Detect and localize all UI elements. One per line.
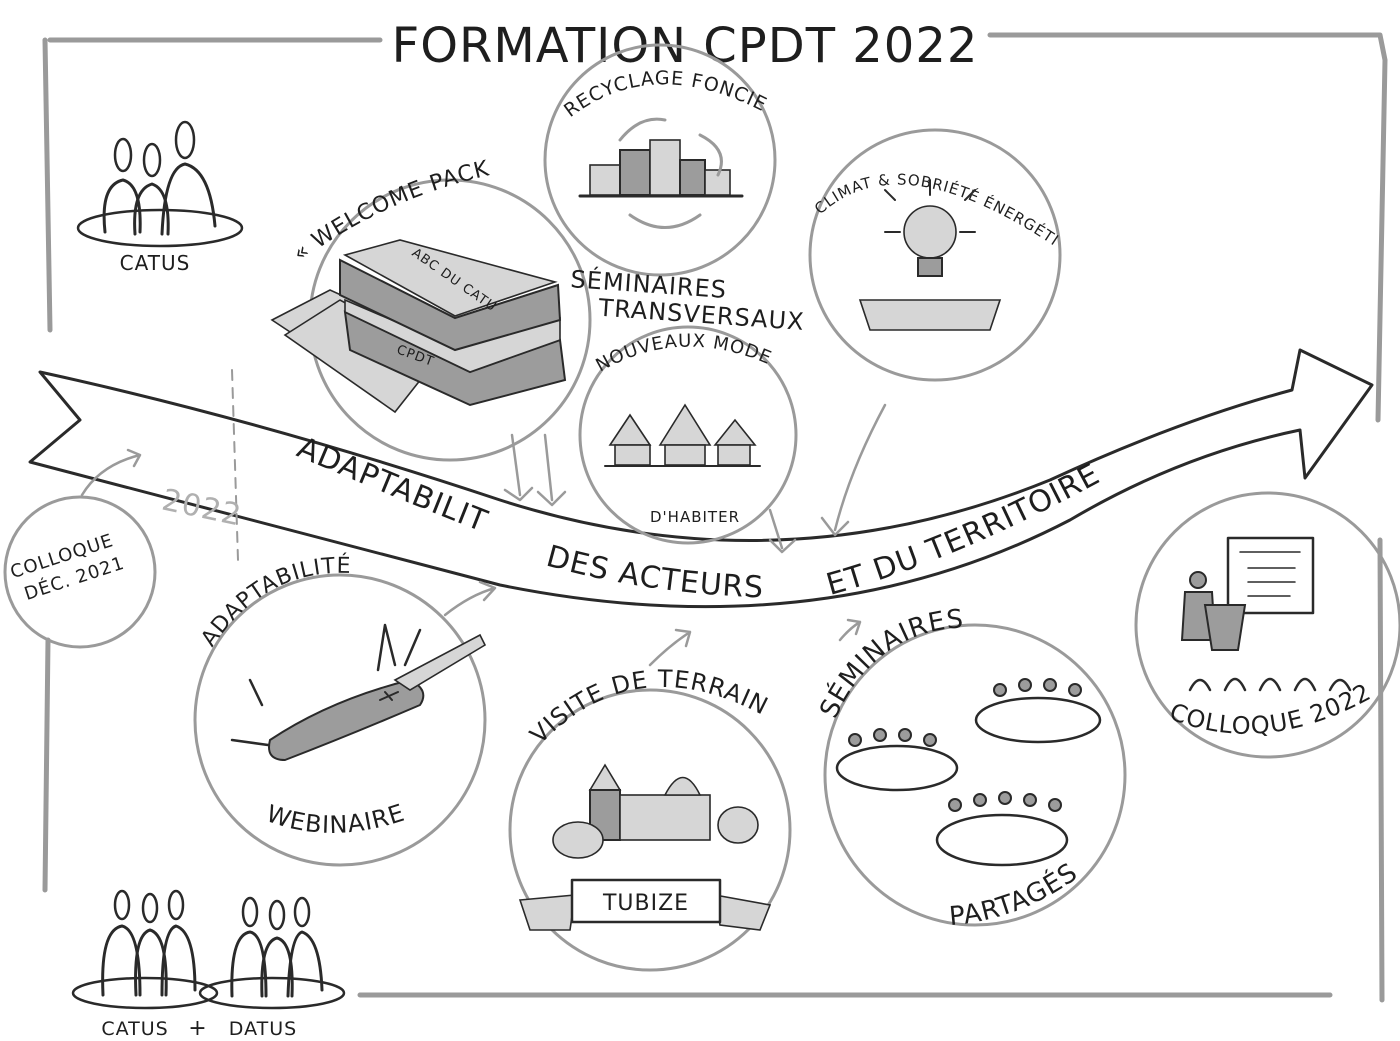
village-icon — [604, 403, 761, 467]
page-title: FORMATION CPDT 2022 — [392, 18, 979, 74]
year-label: 2022 — [159, 483, 245, 534]
arrow-text-territoire: ET DU TERRITOIRE — [823, 457, 1106, 603]
colloque-2021-circle — [3, 495, 157, 649]
plus-label: + — [188, 1016, 207, 1041]
colloque-2022-label: COLLOQUE 2022 — [1166, 678, 1376, 740]
visite-circle — [508, 688, 792, 972]
adaptabilite-webinaire-label: ADAPTABILITÉ — [197, 553, 352, 651]
nouveaux-modes-circle — [578, 325, 798, 545]
datus-label: DATUS — [229, 1018, 297, 1040]
timeline-arrow — [28, 348, 1374, 609]
webinaire-label: WEBINAIRE — [263, 798, 408, 839]
meeting-tables-icon — [835, 678, 1102, 867]
buildings-icon — [578, 117, 744, 229]
books-icon — [270, 239, 567, 414]
arrow-text-acteurs: DES ACTEURS — [543, 539, 765, 606]
year-divider — [231, 369, 239, 561]
swiss-knife-icon — [230, 623, 487, 762]
conference-icon — [1180, 536, 1352, 692]
frame-border — [42, 32, 1388, 1003]
climat-circle — [808, 128, 1062, 382]
colloque-2022-circle — [1134, 491, 1400, 759]
castle-icon — [552, 763, 759, 859]
lightbulb-icon — [858, 179, 1002, 331]
tubize-banner — [518, 878, 772, 931]
webinaire-circle — [193, 573, 487, 867]
catus-bottom-label: CATUS — [101, 1018, 168, 1040]
tubize-label: TUBIZE — [602, 891, 689, 916]
seminaires-label: SÉMINAIRES — [814, 604, 965, 722]
habiter-label: D'HABITER — [650, 508, 740, 526]
catus-group-icon — [76, 120, 244, 248]
recyclage-circle — [543, 43, 777, 277]
catus-datus-group-icon — [71, 889, 346, 1010]
connector-arrows — [443, 403, 887, 667]
catus-label: CATUS — [120, 251, 191, 275]
seminaires-partages-circle — [823, 623, 1127, 927]
visite-label: VISITE DE TERRAIN — [525, 665, 773, 749]
seminaires-transversaux-line2: TRANSVERSAUX — [597, 294, 806, 336]
